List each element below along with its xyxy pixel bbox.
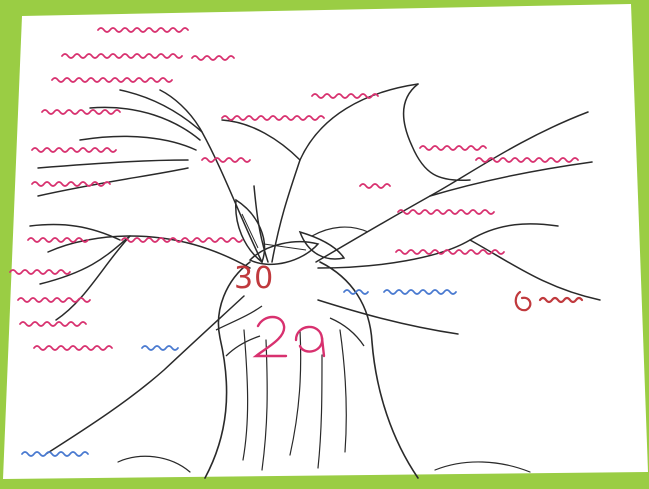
center-number-label: 30: [234, 264, 274, 294]
